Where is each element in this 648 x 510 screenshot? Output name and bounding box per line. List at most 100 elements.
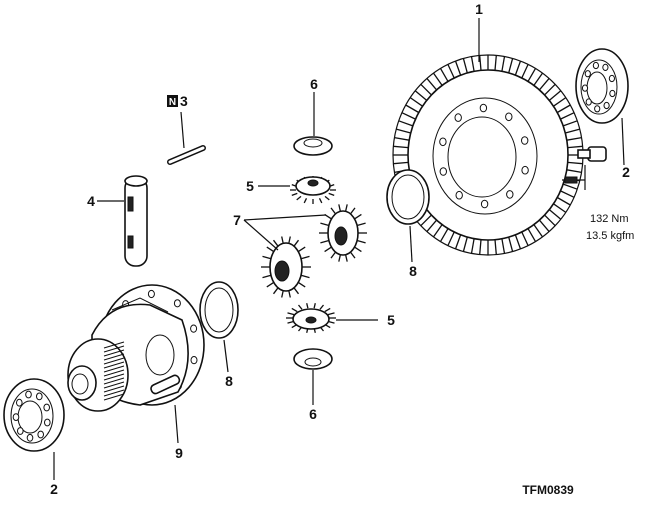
leader-shim-right — [409, 225, 413, 263]
case-hub-knurl-line — [103, 389, 125, 397]
side-gear-tooth — [354, 213, 362, 220]
case-flange-hole — [147, 289, 155, 299]
thrust-washer-top-dome — [303, 138, 323, 148]
ring-gear-tooth — [560, 112, 575, 120]
ring-gear-tooth — [533, 224, 544, 238]
ring-gear-tooth — [562, 183, 578, 190]
ring-gear-tooth — [508, 236, 514, 252]
case-hub-knurl-line — [103, 393, 125, 401]
ring-gear-tooth — [401, 112, 416, 120]
callout-bearing-right: 2 — [622, 164, 630, 180]
ring-gear-tooth — [527, 228, 537, 242]
bearing-roller — [609, 89, 616, 98]
bearing-roller — [17, 427, 24, 435]
ring-gear-tooth — [420, 214, 432, 227]
ring-gear-bolt — [562, 146, 607, 190]
side-gear-tooth — [344, 204, 348, 212]
lock-pin-highlight — [168, 146, 205, 164]
bearing-left-outer — [3, 378, 65, 452]
bearing-left-race — [10, 388, 54, 444]
side-gear-tooth — [288, 236, 291, 244]
leader-side-gear-upper — [243, 214, 327, 221]
pinion-shaft-hole-bottom — [127, 235, 134, 249]
new-part-badge — [167, 95, 178, 107]
case-hub-knurl-line — [103, 341, 125, 349]
bearing-roller — [603, 101, 610, 110]
ring-gear-tooth — [398, 120, 414, 127]
side-gear-tooth — [330, 251, 337, 259]
leader-side-gear-lower — [243, 219, 279, 251]
side-gear-tooth — [281, 236, 284, 244]
callout-shim-left: 8 — [225, 373, 233, 389]
ring-gear-bore — [447, 116, 517, 198]
callout-ring-gear: 1 — [475, 1, 483, 17]
pinion-shaft-end — [124, 175, 148, 187]
case-window — [145, 334, 175, 376]
side-gear-upper-teeth — [319, 204, 367, 262]
thrust-washer-bottom — [293, 348, 333, 405]
callout-bearing-left: 2 — [50, 481, 58, 497]
side-gear-tooth — [281, 290, 284, 298]
bearing-roller — [44, 418, 51, 427]
ring-gear-tooth — [409, 97, 423, 107]
side-gear-tooth — [300, 255, 310, 260]
ring-gear-tooth — [393, 161, 409, 165]
pinion-tooth — [287, 312, 295, 316]
side-gear-tooth — [293, 287, 300, 295]
bearing-roller — [36, 392, 43, 401]
case-hub-knurl-line — [103, 345, 125, 353]
shim-right — [386, 169, 430, 263]
bolt-thread — [564, 176, 578, 184]
ring-gear-tooth — [508, 58, 514, 74]
ring-gear-tooth — [567, 161, 583, 165]
ring-gear-tooth — [567, 145, 583, 149]
ring-gear-tooth — [562, 120, 578, 127]
ring-gear-bolt-hole — [480, 199, 489, 209]
ring-gear-tooth — [396, 128, 411, 134]
ring-gear-tooth — [544, 83, 556, 96]
ring-gear-tooth — [514, 234, 522, 250]
bearing-roller — [43, 403, 51, 412]
case-flange-hole — [173, 299, 181, 308]
ring-gear-tooth — [454, 60, 462, 76]
ring-gear-tooth — [432, 224, 443, 238]
ring-gear-tooth — [494, 239, 497, 255]
ring-gear-tooth — [432, 72, 443, 86]
ring-gear-tooth — [566, 169, 582, 174]
callout-shaft: 4 — [87, 193, 95, 209]
ring-gear-tooth — [527, 68, 537, 82]
case-hub-knurl-line — [103, 381, 125, 389]
side-gear-tooth — [338, 204, 342, 212]
case-hub-knurl-line — [103, 369, 125, 377]
leader-shim-left — [223, 339, 229, 373]
callout-side-gears: 7 — [233, 212, 241, 228]
side-gear-tooth — [272, 287, 279, 295]
ring-gear-tooth — [553, 97, 567, 107]
ring-gear-tooth — [553, 203, 567, 213]
side-gear-tooth — [300, 274, 310, 279]
ring-gear-tooth — [548, 209, 562, 220]
torque-nm: 132 Nm — [590, 213, 629, 225]
ring-gear-tooth — [494, 55, 497, 71]
bearing-roller — [37, 430, 45, 439]
case-hub-knurl-line — [103, 365, 125, 373]
side-gear-tooth — [324, 246, 332, 253]
pinion-bottom-bore — [305, 316, 317, 324]
case-pin-boss — [150, 374, 181, 395]
case-hub-bore — [71, 373, 89, 395]
ring-gear-tooth — [447, 231, 455, 246]
leader-bearing-right — [621, 117, 625, 166]
ring-gear-tooth — [394, 136, 410, 141]
pinion-tooth — [313, 303, 316, 309]
bearing-right-race — [580, 59, 618, 115]
side-gear-tooth — [288, 290, 291, 298]
pinion-tooth — [328, 192, 335, 197]
bearing-right-rollers — [581, 61, 616, 113]
side-gear-tooth — [297, 246, 306, 253]
ring-gear-tooth — [426, 77, 438, 91]
ring-gear-tooth — [501, 56, 506, 72]
side-gear-tooth — [349, 207, 356, 215]
ring-gear-inner-ring — [432, 97, 538, 215]
case-flange-hole — [190, 356, 198, 365]
